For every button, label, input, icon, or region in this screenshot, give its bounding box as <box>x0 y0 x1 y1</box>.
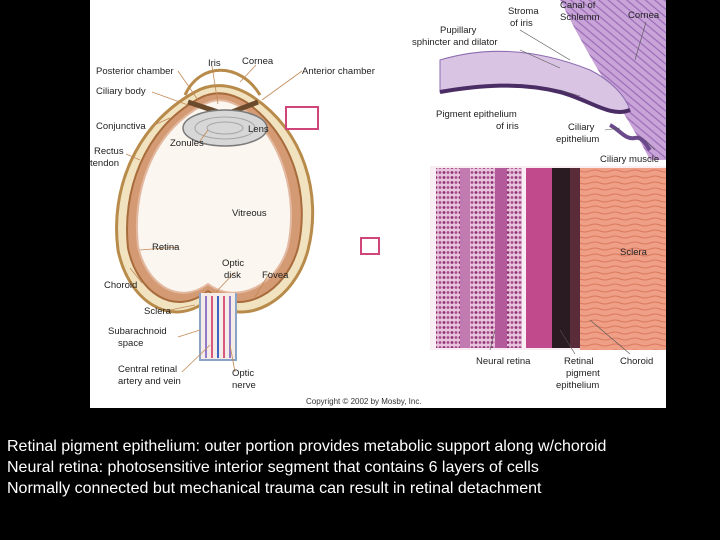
label-sclera-inset: Sclera <box>620 247 648 258</box>
label-ciliary-epithelium-line2: epithelium <box>556 134 599 145</box>
label-cornea-inset: Cornea <box>628 10 660 21</box>
label-subarachnoid-line1: Subarachnoid <box>108 326 167 337</box>
label-sclera: Sclera <box>144 306 172 317</box>
rpe-tissue <box>526 168 552 348</box>
caption-line-detachment: Normally connected but mechanical trauma… <box>7 478 717 499</box>
neural-retina-tissue <box>436 168 522 348</box>
choroid-tissue <box>570 168 580 348</box>
label-retina: Retina <box>152 242 180 253</box>
label-vitreous: Vitreous <box>232 208 267 219</box>
label-pigment-epithelium-iris-line2: of iris <box>496 121 519 132</box>
label-zonules: Zonules <box>170 138 204 149</box>
label-stroma-of-iris-line2: of iris <box>510 18 533 29</box>
label-rpe-line2: pigment <box>566 368 600 379</box>
label-stroma-of-iris-line1: Stroma <box>508 6 539 17</box>
label-optic-disk-line1: Optic <box>222 258 244 269</box>
label-optic-nerve-line1: Optic <box>232 368 254 379</box>
iris-ciliary-histology <box>430 0 666 160</box>
retina-highlight-box <box>361 238 379 254</box>
label-rpe-line1: Retinal <box>564 356 594 367</box>
label-anterior-chamber: Anterior chamber <box>302 66 375 77</box>
label-neural-retina: Neural retina <box>476 356 531 367</box>
copyright-notice: Copyright © 2002 by Mosby, Inc. <box>306 397 422 406</box>
label-rectus-tendon-line1: Rectus <box>94 146 124 157</box>
iris-highlight-box <box>286 107 318 129</box>
label-fovea: Fovea <box>262 270 289 281</box>
label-pupillary-sphincter-line1: Pupillary <box>440 25 477 36</box>
label-pupillary-sphincter-line2: sphincter and dilator <box>412 37 498 48</box>
label-posterior-chamber: Posterior chamber <box>96 66 174 77</box>
label-optic-disk-line2: disk <box>224 270 241 281</box>
caption-line-rpe: Retinal pigment epithelium: outer portio… <box>7 436 717 457</box>
caption-line-neural-retina: Neural retina: photosensitive interior s… <box>7 457 717 478</box>
label-optic-nerve-line2: nerve <box>232 380 256 391</box>
label-canal-of-schlemm-line2: Schlemm <box>560 12 600 23</box>
label-cornea: Cornea <box>242 56 274 67</box>
label-pigment-epithelium-iris-line1: Pigment epithelium <box>436 109 517 120</box>
label-choroid: Choroid <box>104 280 137 291</box>
label-ciliary-body: Ciliary body <box>96 86 146 97</box>
label-canal-of-schlemm-line1: Canal of <box>560 0 596 11</box>
eye-anatomy-figure: Posterior chamber Ciliary body Conjuncti… <box>90 0 666 408</box>
eye-diagram-svg: Posterior chamber Ciliary body Conjuncti… <box>90 0 666 408</box>
label-rectus-tendon-line2: tendon <box>90 158 119 169</box>
label-iris: Iris <box>208 58 221 69</box>
label-ciliary-muscle: Ciliary muscle <box>600 154 659 165</box>
label-lens: Lens <box>248 124 269 135</box>
label-conjunctiva: Conjunctiva <box>96 121 146 132</box>
label-choroid-inset: Choroid <box>620 356 653 367</box>
label-subarachnoid-line2: space <box>118 338 143 349</box>
label-ciliary-epithelium-line1: Ciliary <box>568 122 595 133</box>
label-central-retinal-line1: Central retinal <box>118 364 177 375</box>
slide-caption: Retinal pigment epithelium: outer portio… <box>7 436 717 499</box>
label-central-retinal-line2: artery and vein <box>118 376 181 387</box>
label-rpe-line3: epithelium <box>556 380 599 391</box>
retina-histology <box>430 166 666 354</box>
